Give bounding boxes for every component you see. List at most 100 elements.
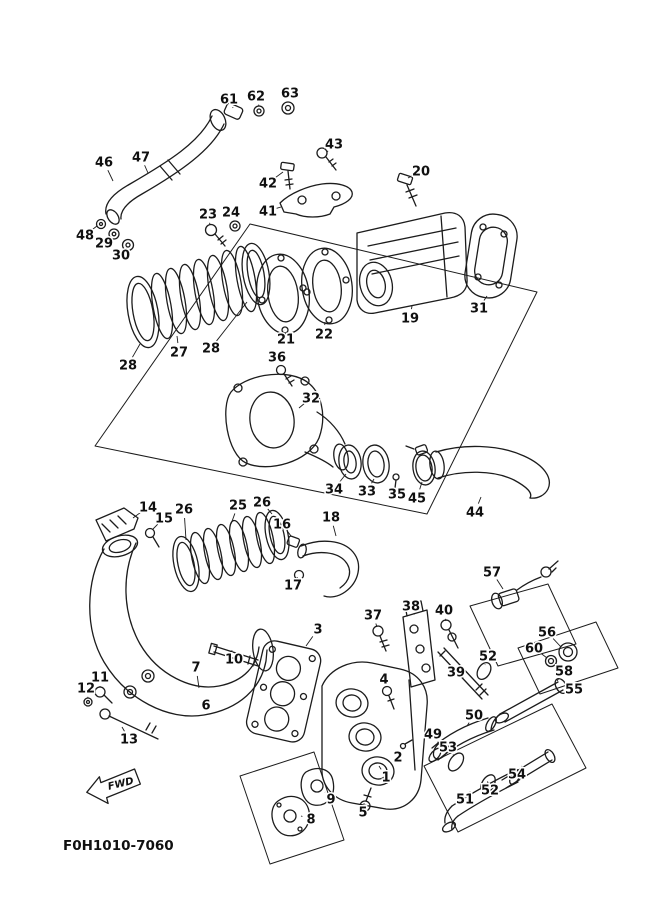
- part-label-41: 41: [259, 205, 277, 220]
- bolt-37: [372, 625, 390, 652]
- gasket-8: [271, 795, 311, 837]
- fitting-56: [558, 642, 578, 662]
- bellows-27: [150, 245, 258, 340]
- seal-28-left: [126, 275, 160, 349]
- leader-line-60: [540, 653, 548, 659]
- part-label-42: 42: [259, 177, 277, 192]
- nut-62-icon: [253, 105, 265, 117]
- part-label-28: 28: [119, 359, 137, 374]
- part-label-58: 58: [555, 665, 573, 680]
- studs-10: [208, 642, 259, 667]
- part-label-34: 34: [325, 483, 343, 498]
- part-label-17: 17: [284, 579, 302, 594]
- part-label-31: 31: [470, 302, 488, 317]
- gasket-31: [464, 213, 518, 299]
- part-label-27: 27: [170, 346, 188, 361]
- muffler-19: [356, 211, 468, 315]
- washer-24: [229, 220, 241, 232]
- leader-line-58: [556, 678, 560, 682]
- part-label-46: 46: [95, 156, 113, 171]
- box-sensor-group: [469, 583, 577, 667]
- gasket-34: [338, 444, 362, 480]
- leader-line-34: [339, 473, 347, 483]
- leader-line-49: [437, 741, 440, 745]
- leader-line-28: [132, 343, 141, 358]
- part-label-22: 22: [315, 328, 333, 343]
- part-label-47: 47: [132, 151, 150, 166]
- part-label-43: 43: [325, 138, 343, 153]
- box-gasket-group: [239, 751, 345, 865]
- part-label-57: 57: [483, 566, 501, 581]
- part-label-61: 61: [220, 93, 238, 108]
- leader-line-41: [276, 206, 282, 209]
- part-label-45: 45: [408, 492, 426, 507]
- part-label-20: 20: [412, 165, 430, 180]
- part-label-33: 33: [358, 485, 376, 500]
- diagram-code: F0H1010-7060: [63, 838, 174, 854]
- stud-39: [437, 647, 489, 700]
- leader-line-57: [496, 579, 504, 590]
- sensor-57: [490, 560, 559, 610]
- part-label-15: 15: [155, 512, 173, 527]
- box-fitting-group: [517, 621, 619, 695]
- part-label-5: 5: [358, 806, 367, 821]
- leader-line-7: [196, 675, 200, 689]
- fwd-arrow-icon: FWD: [86, 768, 142, 805]
- washers-48-29-30: [95, 218, 135, 252]
- leader-line-31: [483, 295, 488, 301]
- part-label-30: 30: [112, 249, 130, 264]
- box-hose-group: [423, 703, 587, 833]
- pipe-6-7: [89, 534, 274, 717]
- part-label-52: 52: [479, 650, 497, 665]
- leader-line-48: [91, 225, 98, 230]
- leader-line-45: [419, 481, 423, 490]
- part-label-36: 36: [268, 351, 286, 366]
- gasket-22: [301, 247, 353, 325]
- box-upper-assembly: [94, 223, 538, 515]
- leader-line-56: [552, 638, 562, 648]
- clamp-52-upper: [476, 661, 492, 681]
- part-label-40: 40: [435, 604, 453, 619]
- part-label-14: 14: [139, 501, 157, 516]
- part-label-28: 28: [202, 342, 220, 357]
- leader-line-43: [326, 150, 329, 153]
- part-label-48: 48: [76, 229, 94, 244]
- part-label-62: 62: [247, 90, 265, 105]
- bolt-15: [144, 527, 160, 548]
- part-label-21: 21: [277, 333, 295, 348]
- bolt-43: [316, 147, 337, 171]
- part-label-32: 32: [302, 392, 320, 407]
- housing-32: [225, 373, 349, 471]
- leader-line-13: [121, 726, 125, 732]
- assembly-boxes: [94, 223, 619, 865]
- part-label-39: 39: [447, 666, 465, 681]
- leader-line-32: [298, 403, 305, 409]
- part-label-23: 23: [199, 208, 217, 223]
- part-label-55: 55: [565, 683, 583, 698]
- clamp-53: [447, 752, 465, 772]
- leader-lines: [87, 101, 566, 817]
- part-label-56: 56: [538, 626, 556, 641]
- stud-2: [399, 739, 413, 750]
- bolt-4: [381, 685, 395, 710]
- part-label-8: 8: [306, 813, 315, 828]
- leader-line-26: [184, 517, 187, 541]
- bracket-41: [279, 182, 353, 218]
- part-label-16: 16: [273, 518, 291, 533]
- hose-18: [297, 540, 360, 598]
- part-label-1: 1: [381, 771, 390, 786]
- leader-line-15: [152, 524, 158, 530]
- part-label-4: 4: [379, 673, 388, 688]
- part-label-26: 26: [253, 496, 271, 511]
- leader-line-38: [413, 612, 415, 615]
- clamp-52-lower: [480, 774, 496, 794]
- part-label-35: 35: [388, 488, 406, 503]
- fitting-61: [223, 102, 244, 120]
- part-label-13: 13: [120, 733, 138, 748]
- part-label-63: 63: [281, 87, 299, 102]
- leader-line-19: [411, 305, 413, 310]
- seal-26-right: [264, 509, 290, 561]
